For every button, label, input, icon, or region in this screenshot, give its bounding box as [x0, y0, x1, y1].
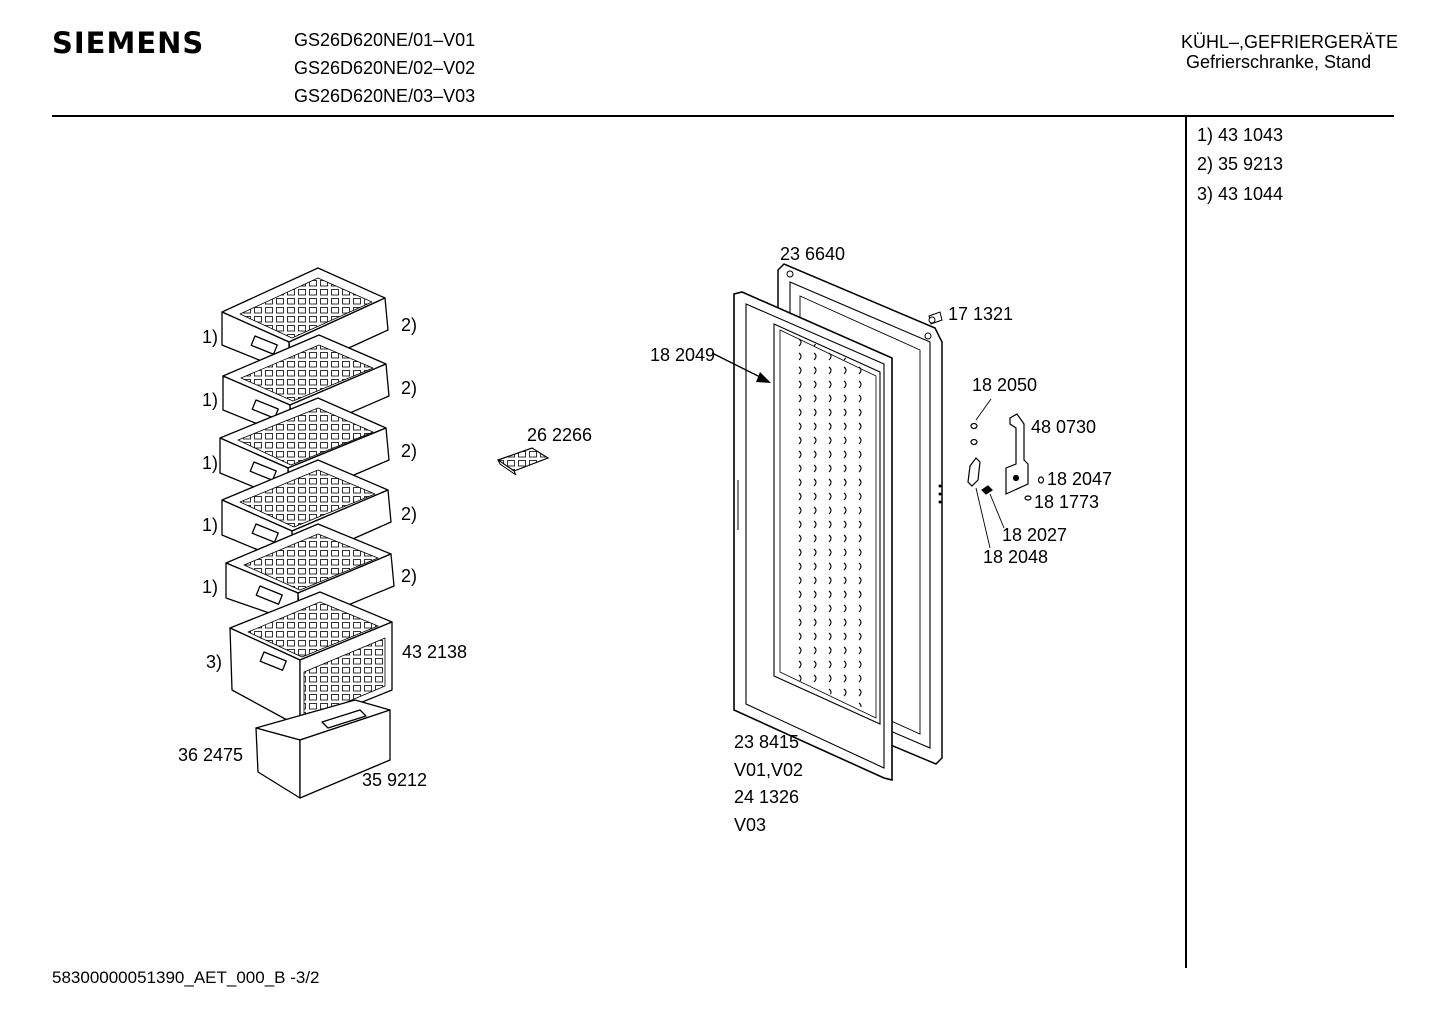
- category-title: KÜHL–,GEFRIERGERÄTE: [1181, 32, 1399, 52]
- header-divider: [52, 115, 1394, 117]
- note-1: 1) 43 1043: [1197, 125, 1284, 145]
- label-ref-2-basket-1: 2): [401, 315, 418, 335]
- brand-logo: SIEMENS: [52, 26, 205, 60]
- label-part-171321: 17 1321: [948, 304, 1014, 324]
- document-id: 58300000051390_AET_000_B -3/2: [52, 968, 320, 987]
- model-number-1: GS26D620NE/01–V01: [294, 30, 476, 50]
- label-ref-1-basket-1: 1): [202, 327, 219, 347]
- label-part-182047: 18 2047: [1047, 469, 1113, 489]
- label-part-238415: 23 8415: [734, 732, 800, 752]
- label-part-480730: 48 0730: [1031, 417, 1097, 437]
- label-ref-1-basket-2: 1): [202, 390, 219, 410]
- label-ref-2-basket-2: 2): [401, 378, 418, 398]
- screw-part: [928, 311, 943, 325]
- label-variant-v01-v02: V01,V02: [734, 760, 804, 780]
- note-3: 3) 43 1044: [1197, 184, 1284, 204]
- label-ref-2-basket-4: 2): [401, 504, 418, 524]
- label-ref-3-basket-large: 3): [206, 652, 223, 672]
- leader-arrow-head: [756, 372, 771, 383]
- model-number-2: GS26D620NE/02–V02: [294, 58, 476, 78]
- door-inner-liner: [733, 291, 893, 782]
- label-part-432138: 43 2138: [402, 642, 468, 662]
- note-2: 2) 35 9213: [1197, 154, 1284, 174]
- label-ref-2-basket-5: 2): [401, 566, 418, 586]
- label-ref-1-basket-3: 1): [202, 453, 219, 473]
- freezer-basket-large: [229, 591, 393, 728]
- label-part-359212: 35 9212: [362, 770, 428, 790]
- label-part-181773: 18 1773: [1034, 492, 1100, 512]
- label-part-182048: 18 2048: [983, 547, 1049, 567]
- label-part-182049: 18 2049: [650, 345, 716, 365]
- notes-divider: [1185, 116, 1187, 968]
- label-part-182027: 18 2027: [1002, 525, 1068, 545]
- hinge-parts: [967, 398, 1045, 549]
- label-part-262266: 26 2266: [527, 425, 593, 445]
- model-number-3: GS26D620NE/03–V03: [294, 86, 476, 106]
- freezer-basket-3: [219, 397, 390, 503]
- bottom-drawer: [255, 699, 391, 799]
- label-variant-v03: V03: [734, 815, 767, 835]
- label-part-236640: 23 6640: [780, 244, 846, 264]
- label-part-362475: 36 2475: [178, 745, 244, 765]
- label-ref-1-basket-4: 1): [202, 515, 219, 535]
- category-subtitle: Gefrierschranke, Stand: [1186, 52, 1372, 72]
- small-grille-part: [496, 447, 550, 476]
- label-part-241326: 24 1326: [734, 787, 800, 807]
- label-part-182050: 18 2050: [972, 375, 1038, 395]
- label-ref-2-basket-3: 2): [401, 441, 418, 461]
- label-ref-1-basket-5: 1): [202, 577, 219, 597]
